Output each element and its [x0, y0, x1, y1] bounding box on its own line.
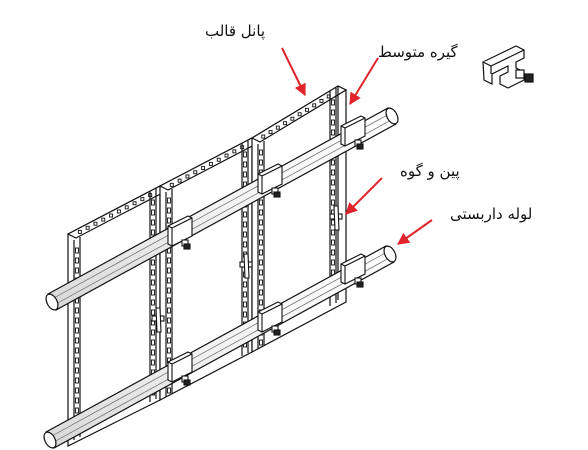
label-scaffold-pipe: لوله داربستی [450, 205, 533, 223]
assembly-clamp [340, 253, 366, 288]
arrow-pin-wedge [345, 177, 383, 215]
callout-arrows [281, 47, 433, 245]
scaffold-pipe-upper [45, 107, 399, 311]
arrow-pipe [397, 219, 433, 245]
assembly-clamp [167, 215, 193, 250]
label-pin-and-wedge: پین و گوه [400, 162, 460, 180]
assembly-clamp [257, 301, 283, 336]
arrow-panel [281, 47, 306, 97]
assembly-clamp [340, 115, 366, 150]
arrow-clamp [349, 57, 379, 106]
medium-clamp-icon [482, 45, 534, 89]
scaffold-pipes [43, 107, 399, 449]
assembly-clamp [257, 163, 283, 198]
pin-wedge-1 [151, 307, 165, 333]
assembly-clamps [167, 115, 366, 386]
label-medium-clamp: گیره متوسط [378, 43, 458, 61]
pin-wedge-3 [329, 205, 343, 231]
label-formwork-panel: پانل قالب [205, 22, 266, 40]
pins-and-wedges [151, 205, 343, 333]
pin-wedge-2 [239, 253, 253, 279]
assembly-clamp [167, 351, 193, 386]
